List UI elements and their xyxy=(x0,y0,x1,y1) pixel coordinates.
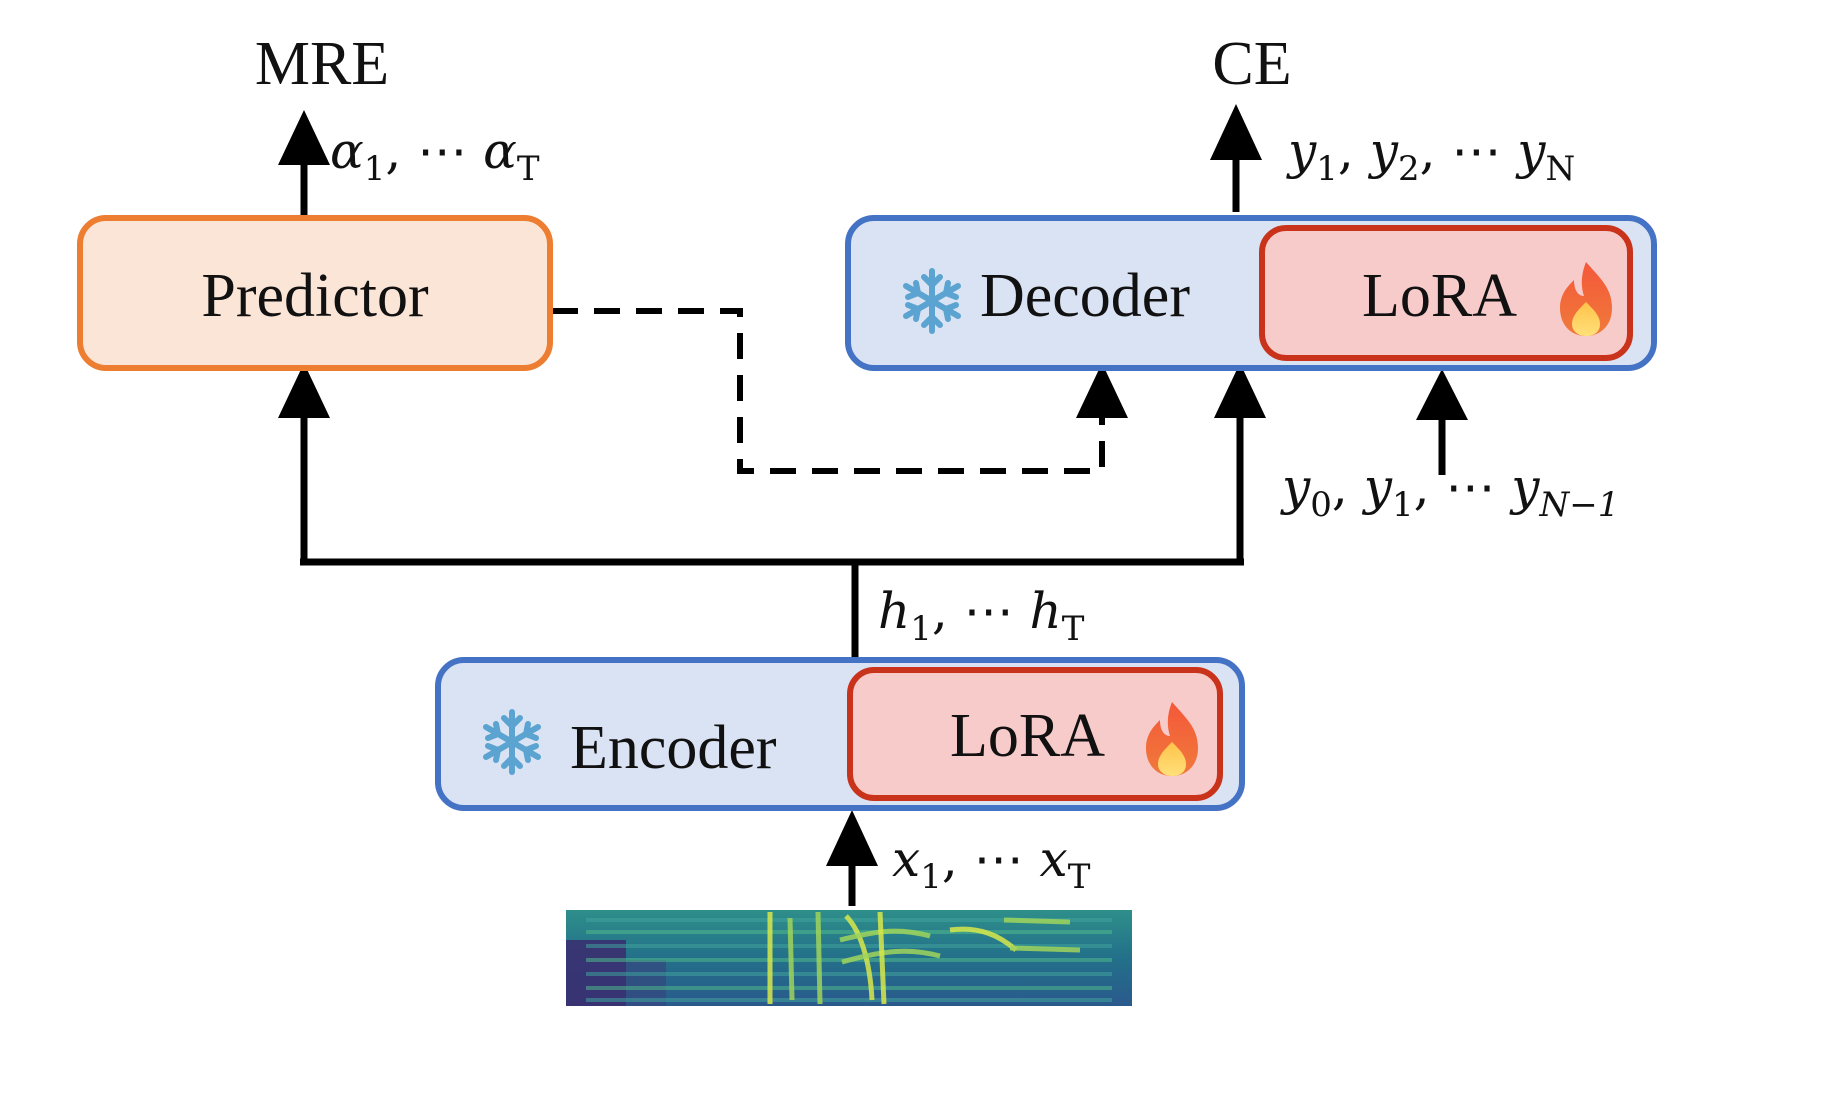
encoder-block: Encoder LoRA xyxy=(435,657,1245,811)
input-feature-sequence-label: x1, ⋯ xT xyxy=(892,830,1091,897)
arrow-into-predictor xyxy=(278,363,330,418)
hidden-state-sequence-label: h1, ⋯ hT xyxy=(878,582,1085,649)
predictor-box xyxy=(77,215,553,371)
encoder-lora-label: LoRA xyxy=(950,702,1105,770)
arrowheads xyxy=(278,104,1468,866)
arrow-predictor-output xyxy=(278,110,330,165)
predictor-block: Predictor xyxy=(77,215,553,371)
decoder-block: Decoder LoRA xyxy=(845,215,1657,371)
decoder-output-sequence-label: y1, y2, ⋯ yN xyxy=(1286,122,1575,189)
encoder-label: Encoder xyxy=(570,714,777,782)
spectrogram-image xyxy=(566,910,1132,1006)
arrow-into-decoder xyxy=(1214,363,1266,418)
arrow-decoder-output xyxy=(1210,104,1262,160)
decoder-lora-box xyxy=(1259,225,1633,361)
predictor-to-decoder-dashed-line xyxy=(552,308,1105,474)
mre-loss-label: MRE xyxy=(255,30,389,98)
arrow-dashed-into-decoder xyxy=(1076,363,1128,418)
connectors xyxy=(300,150,1446,906)
decoder-lora-label: LoRA xyxy=(1362,262,1517,330)
decoder-input-sequence-label: y0, y1, ⋯ yN−1 xyxy=(1280,458,1619,525)
encoder-lora-box xyxy=(847,667,1223,801)
ce-loss-label: CE xyxy=(1212,30,1291,98)
arrow-tokens-into-decoder xyxy=(1416,369,1468,420)
arrow-into-encoder xyxy=(826,810,878,866)
alpha-sequence-label: α1, ⋯ αT xyxy=(330,122,540,189)
predictor-label: Predictor xyxy=(201,262,429,330)
decoder-label: Decoder xyxy=(980,262,1190,330)
